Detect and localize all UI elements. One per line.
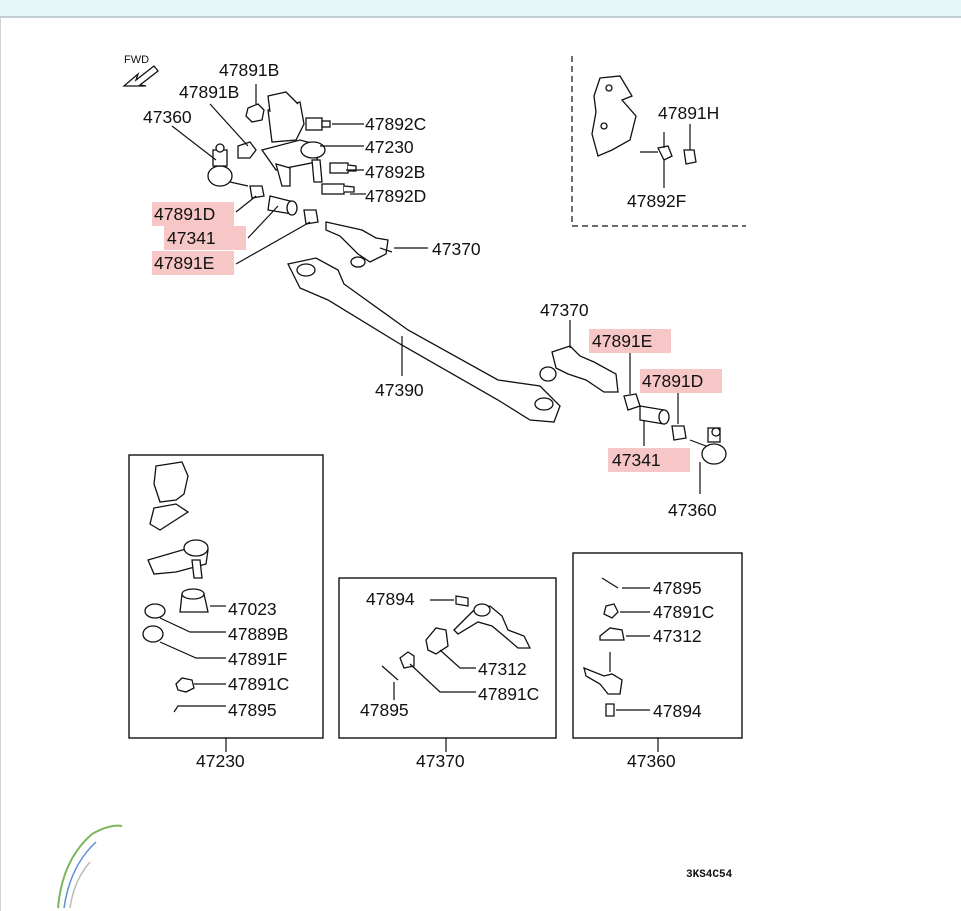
box-47230-item-1[interactable]: 47023: [228, 599, 277, 619]
box-47360-item-4[interactable]: 47894: [653, 701, 702, 721]
box-47370-item-3[interactable]: 47891C: [478, 684, 539, 704]
bolt-icon: [305, 117, 331, 131]
forward-label: FWD: [124, 54, 149, 66]
label-47341-left[interactable]: 47341: [167, 228, 216, 248]
box-47360-item-1[interactable]: 47895: [653, 578, 702, 598]
forward-arrow-icon: [122, 65, 159, 87]
label-47370-lower[interactable]: 47370: [540, 300, 589, 320]
drawing-code: 3KS4C54: [686, 869, 733, 881]
pitman-arm-upper[interactable]: [325, 221, 393, 268]
relay-rod[interactable]: [287, 257, 561, 423]
box-47370-item-2[interactable]: 47312: [478, 659, 527, 679]
bolt-icon: [321, 183, 355, 195]
label-47390[interactable]: 47390: [375, 380, 424, 400]
adjusting-sleeve-right[interactable]: [639, 405, 670, 425]
box-47370-item-4[interactable]: 47895: [360, 700, 409, 720]
box-47230-item-3[interactable]: 47891F: [228, 649, 287, 669]
label-47891b-top[interactable]: 47891B: [219, 60, 279, 80]
label-47891d-left[interactable]: 47891D: [154, 204, 215, 224]
tie-rod-end-right[interactable]: [689, 427, 727, 465]
detail-box-47230: [128, 454, 324, 752]
box-47370-item-1[interactable]: 47894: [366, 589, 415, 609]
label-47341-right[interactable]: 47341: [612, 450, 661, 470]
label-47370-upper[interactable]: 47370: [432, 239, 481, 259]
nut-icon: [623, 393, 641, 411]
label-47891b[interactable]: 47891B: [179, 82, 239, 102]
box-47230-item-4[interactable]: 47891C: [228, 674, 289, 694]
nut-icon: [245, 103, 265, 123]
nut-icon: [671, 425, 687, 441]
label-47892d[interactable]: 47892D: [365, 186, 426, 206]
label-47891d-right[interactable]: 47891D: [642, 371, 703, 391]
box-47360-title[interactable]: 47360: [627, 751, 676, 771]
detail-box-47370: [338, 577, 557, 752]
bracket-inset: [571, 56, 746, 227]
box-47230-item-2[interactable]: 47889B: [228, 624, 288, 644]
nut-icon: [249, 185, 265, 199]
box-47370-title[interactable]: 47370: [416, 751, 465, 771]
box-47230-title[interactable]: 47230: [196, 751, 245, 771]
detail-box-47360: [572, 552, 743, 752]
label-47891e-left[interactable]: 47891E: [154, 253, 214, 273]
leader-lines: [171, 84, 701, 494]
label-47891h[interactable]: 47891H: [658, 103, 719, 123]
label-47892f[interactable]: 47892F: [627, 191, 686, 211]
box-47360-item-3[interactable]: 47312: [653, 626, 702, 646]
window-title-bar: [0, 0, 961, 18]
idler-arm-assembly[interactable]: [260, 91, 326, 187]
corner-decoration-icon: [57, 824, 123, 909]
nut-icon: [303, 209, 319, 225]
highlight-marks: [152, 202, 722, 472]
bolt-icon: [329, 162, 357, 174]
pitman-arm-lower[interactable]: [539, 345, 619, 393]
window-left-border: [0, 18, 1, 911]
box-47230-item-5[interactable]: 47895: [228, 700, 277, 720]
label-47892c[interactable]: 47892C: [365, 114, 426, 134]
label-47230[interactable]: 47230: [365, 137, 414, 157]
label-47360-right[interactable]: 47360: [668, 500, 717, 520]
label-47891e-right[interactable]: 47891E: [592, 331, 652, 351]
bolt-icon: [237, 141, 257, 159]
label-47360-left[interactable]: 47360: [143, 107, 192, 127]
label-47892b[interactable]: 47892B: [365, 162, 425, 182]
tie-rod-end-left[interactable]: [207, 143, 249, 187]
box-47360-item-2[interactable]: 47891C: [653, 602, 714, 622]
